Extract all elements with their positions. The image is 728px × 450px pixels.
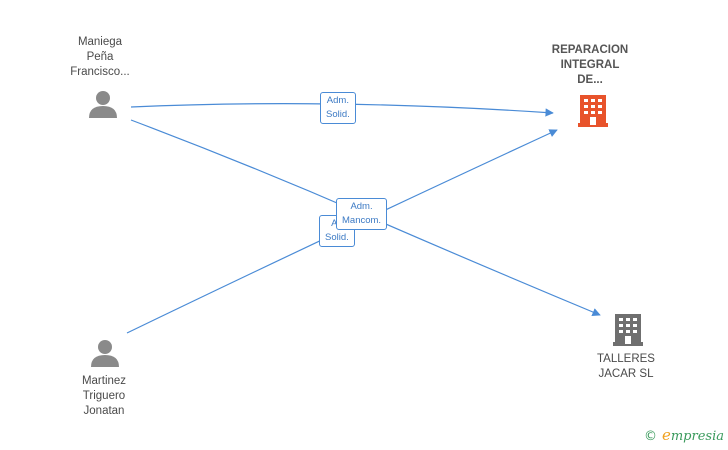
edge-label-adm-mancom[interactable]: Adm. Mancom.: [336, 198, 388, 230]
empresia-logo: ©empresia: [643, 426, 724, 444]
building-icon[interactable]: [611, 312, 645, 348]
person-icon[interactable]: [88, 90, 118, 120]
building-icon[interactable]: [576, 93, 610, 129]
person-label-martinez: Martinez Triguero Jonatan: [81, 375, 127, 417]
person-label-maniega: Maniega Peña Francisco...: [70, 36, 130, 78]
edge-label-adm-solid[interactable]: Adm. Solid.: [320, 92, 356, 124]
copyright-icon: ©: [643, 429, 657, 444]
company-label-reparacion: REPARACION INTEGRAL DE...: [551, 44, 629, 86]
company-label-talleres: TALLERES JACAR SL: [597, 353, 655, 380]
person-icon[interactable]: [90, 339, 120, 369]
